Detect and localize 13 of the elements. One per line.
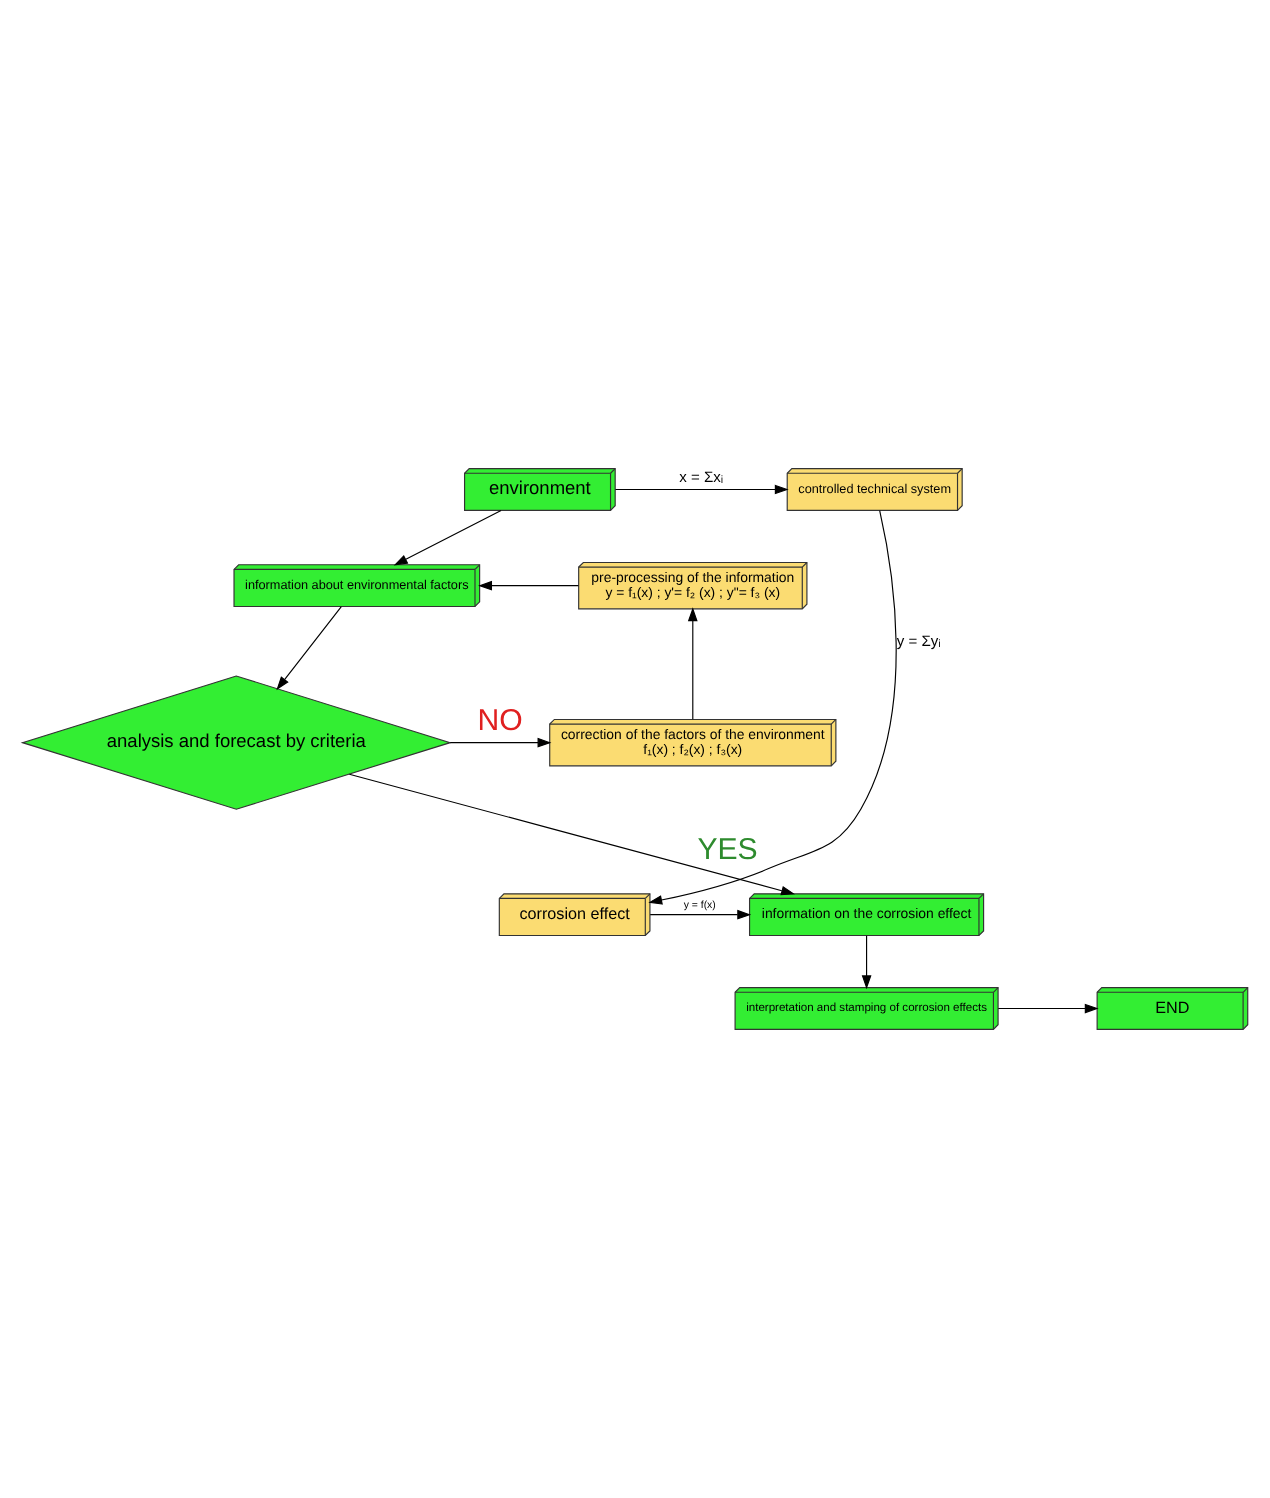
arrow	[614, 484, 789, 495]
arrow	[687, 607, 698, 720]
arrow	[648, 510, 897, 905]
arrow	[861, 935, 872, 990]
arrow	[393, 509, 502, 566]
arrow	[449, 737, 552, 748]
edge-label: YES	[697, 832, 758, 867]
arrow	[478, 580, 579, 591]
arrow	[649, 909, 752, 920]
arrow	[997, 1003, 1099, 1014]
edge-label: NO	[477, 703, 523, 738]
arrow	[276, 606, 342, 691]
arrow	[348, 773, 796, 896]
